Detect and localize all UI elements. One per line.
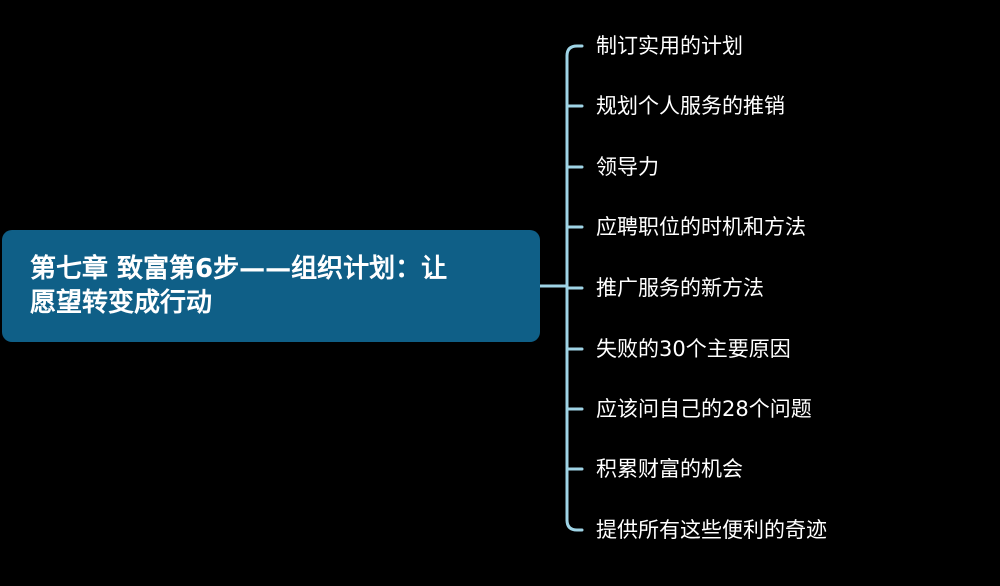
branch-item-service-promotion[interactable]: 推广服务的新方法 (596, 276, 764, 300)
root-topic-line-1: 第七章 致富第6步——组织计划：让 (30, 254, 448, 284)
branch-item-leadership[interactable]: 领导力 (596, 155, 659, 179)
branch-item-job-application[interactable]: 应聘职位的时机和方法 (596, 215, 806, 239)
branch-item-wealth-opportunities[interactable]: 积累财富的机会 (596, 457, 743, 481)
branch-connector-9 (565, 518, 584, 532)
root-topic-node[interactable]: 第七章 致富第6步——组织计划：让 愿望转变成行动 (2, 230, 540, 342)
branch-item-self-questions[interactable]: 应该问自己的28个问题 (596, 397, 812, 421)
branch-item-personal-service-marketing[interactable]: 规划个人服务的推销 (596, 94, 785, 118)
branch-item-failure-causes[interactable]: 失败的30个主要原因 (596, 337, 791, 361)
branch-connector-1 (565, 44, 584, 58)
branch-item-convenience-miracle[interactable]: 提供所有这些便利的奇迹 (596, 518, 827, 542)
root-topic-line-2: 愿望转变成行动 (30, 288, 213, 318)
branch-item-practical-plan[interactable]: 制订实用的计划 (596, 34, 743, 58)
